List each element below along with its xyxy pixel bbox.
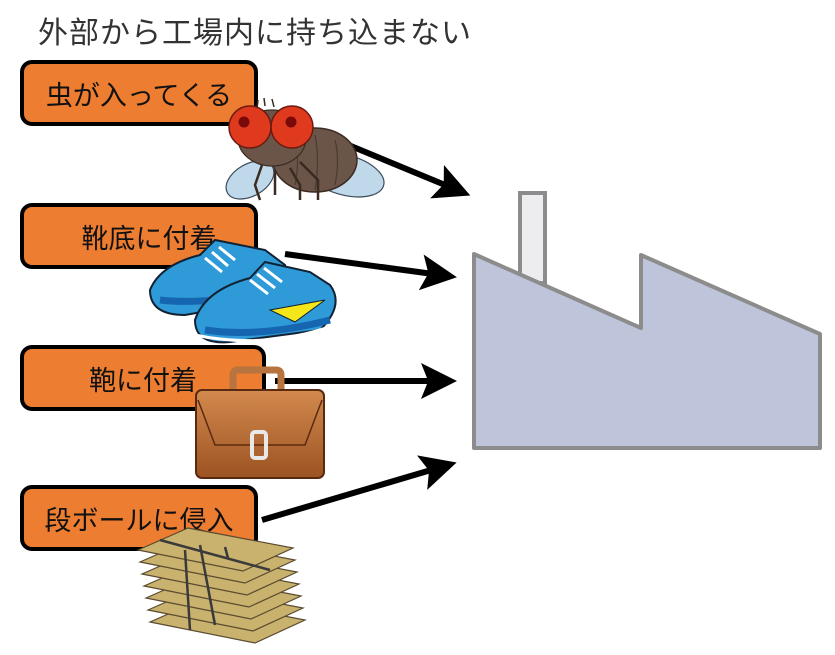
source-label: 虫が入ってくる <box>45 80 233 112</box>
source-box-insects: 虫が入ってくる <box>20 60 258 126</box>
arrow-shoes <box>284 251 457 291</box>
source-label: 靴底に付着 <box>81 223 217 255</box>
diagram-title: 外部から工場内に持ち込まない <box>38 16 472 51</box>
arrow-cardboard <box>261 455 457 523</box>
source-label: 鞄に付着 <box>89 365 197 397</box>
